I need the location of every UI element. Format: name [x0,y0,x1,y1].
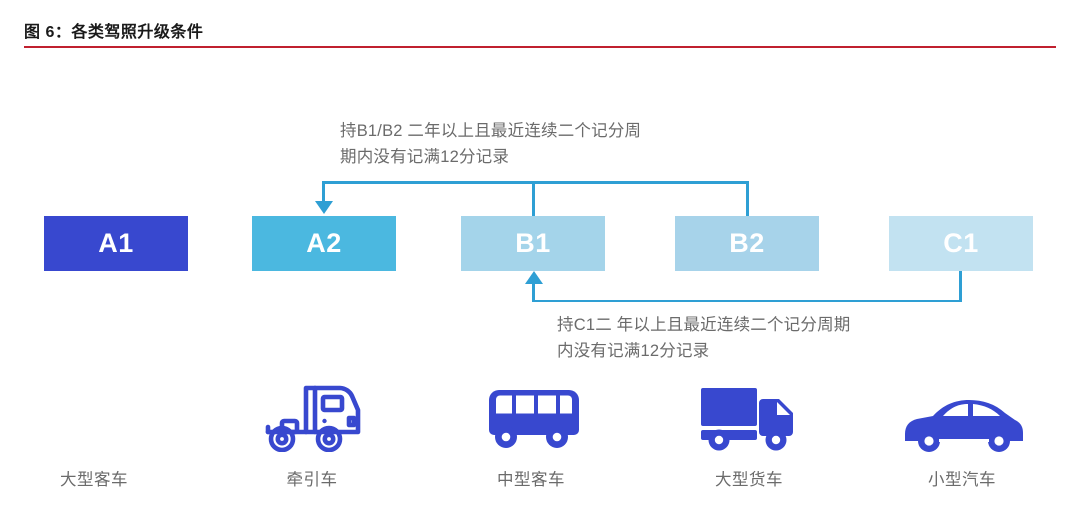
license-box-b2[interactable]: B2 [675,216,819,271]
connector-top-from-b1 [532,181,535,216]
license-box-a1[interactable]: A1 [44,216,188,271]
arrow-into-a2-icon [314,201,333,214]
vehicle-label-4: 小型汽车 [928,471,996,489]
license-label-b2: B2 [729,228,765,258]
note-c1-to-b1: 持C1二 年以上且最近连续二个记分周期 内没有记满12分记录 [557,316,851,360]
bus-icon [479,372,583,452]
note-b-to-a2: 持B1/B2 二年以上且最近连续二个记分周 期内没有记满12分记录 [340,122,642,166]
vehicle-label-0: 大型客车 [60,471,128,489]
vehicle-label-1: 牵引车 [286,471,338,489]
vehicle-cell-truck-large: 大型货车 [649,360,849,490]
license-box-c1[interactable]: C1 [889,216,1033,271]
connector-top-into-a2 [322,181,325,202]
connector-bottom-from-c1 [959,271,962,302]
vehicle-label-2: 中型客车 [497,471,565,489]
vehicle-cell-bus-large: 大型客车 [0,360,194,490]
connector-top-from-b2 [746,181,749,216]
car-icon [899,372,1025,452]
vehicle-label-3: 大型货车 [715,471,783,489]
page-title: 图 6：各类驾照升级条件 [24,24,204,41]
vehicle-cell-bus-medium: 中型客车 [431,360,631,490]
license-box-b1[interactable]: B1 [461,216,605,271]
title-divider [24,46,1056,48]
vehicle-cell-tractor: 牵引车 [212,360,412,490]
vehicle-cell-car: 小型汽车 [862,360,1062,490]
license-label-c1: C1 [943,228,979,258]
connector-bottom-horizontal [532,299,962,302]
license-label-a2: A2 [306,228,342,258]
tractor-truck-icon [260,372,364,452]
license-label-b1: B1 [515,228,551,258]
arrow-into-b1-icon [524,271,543,284]
license-box-a2[interactable]: A2 [252,216,396,271]
connector-top-horizontal [322,181,748,184]
connector-bottom-into-b1 [532,284,535,300]
box-truck-icon [697,372,801,452]
license-label-a1: A1 [98,228,134,258]
